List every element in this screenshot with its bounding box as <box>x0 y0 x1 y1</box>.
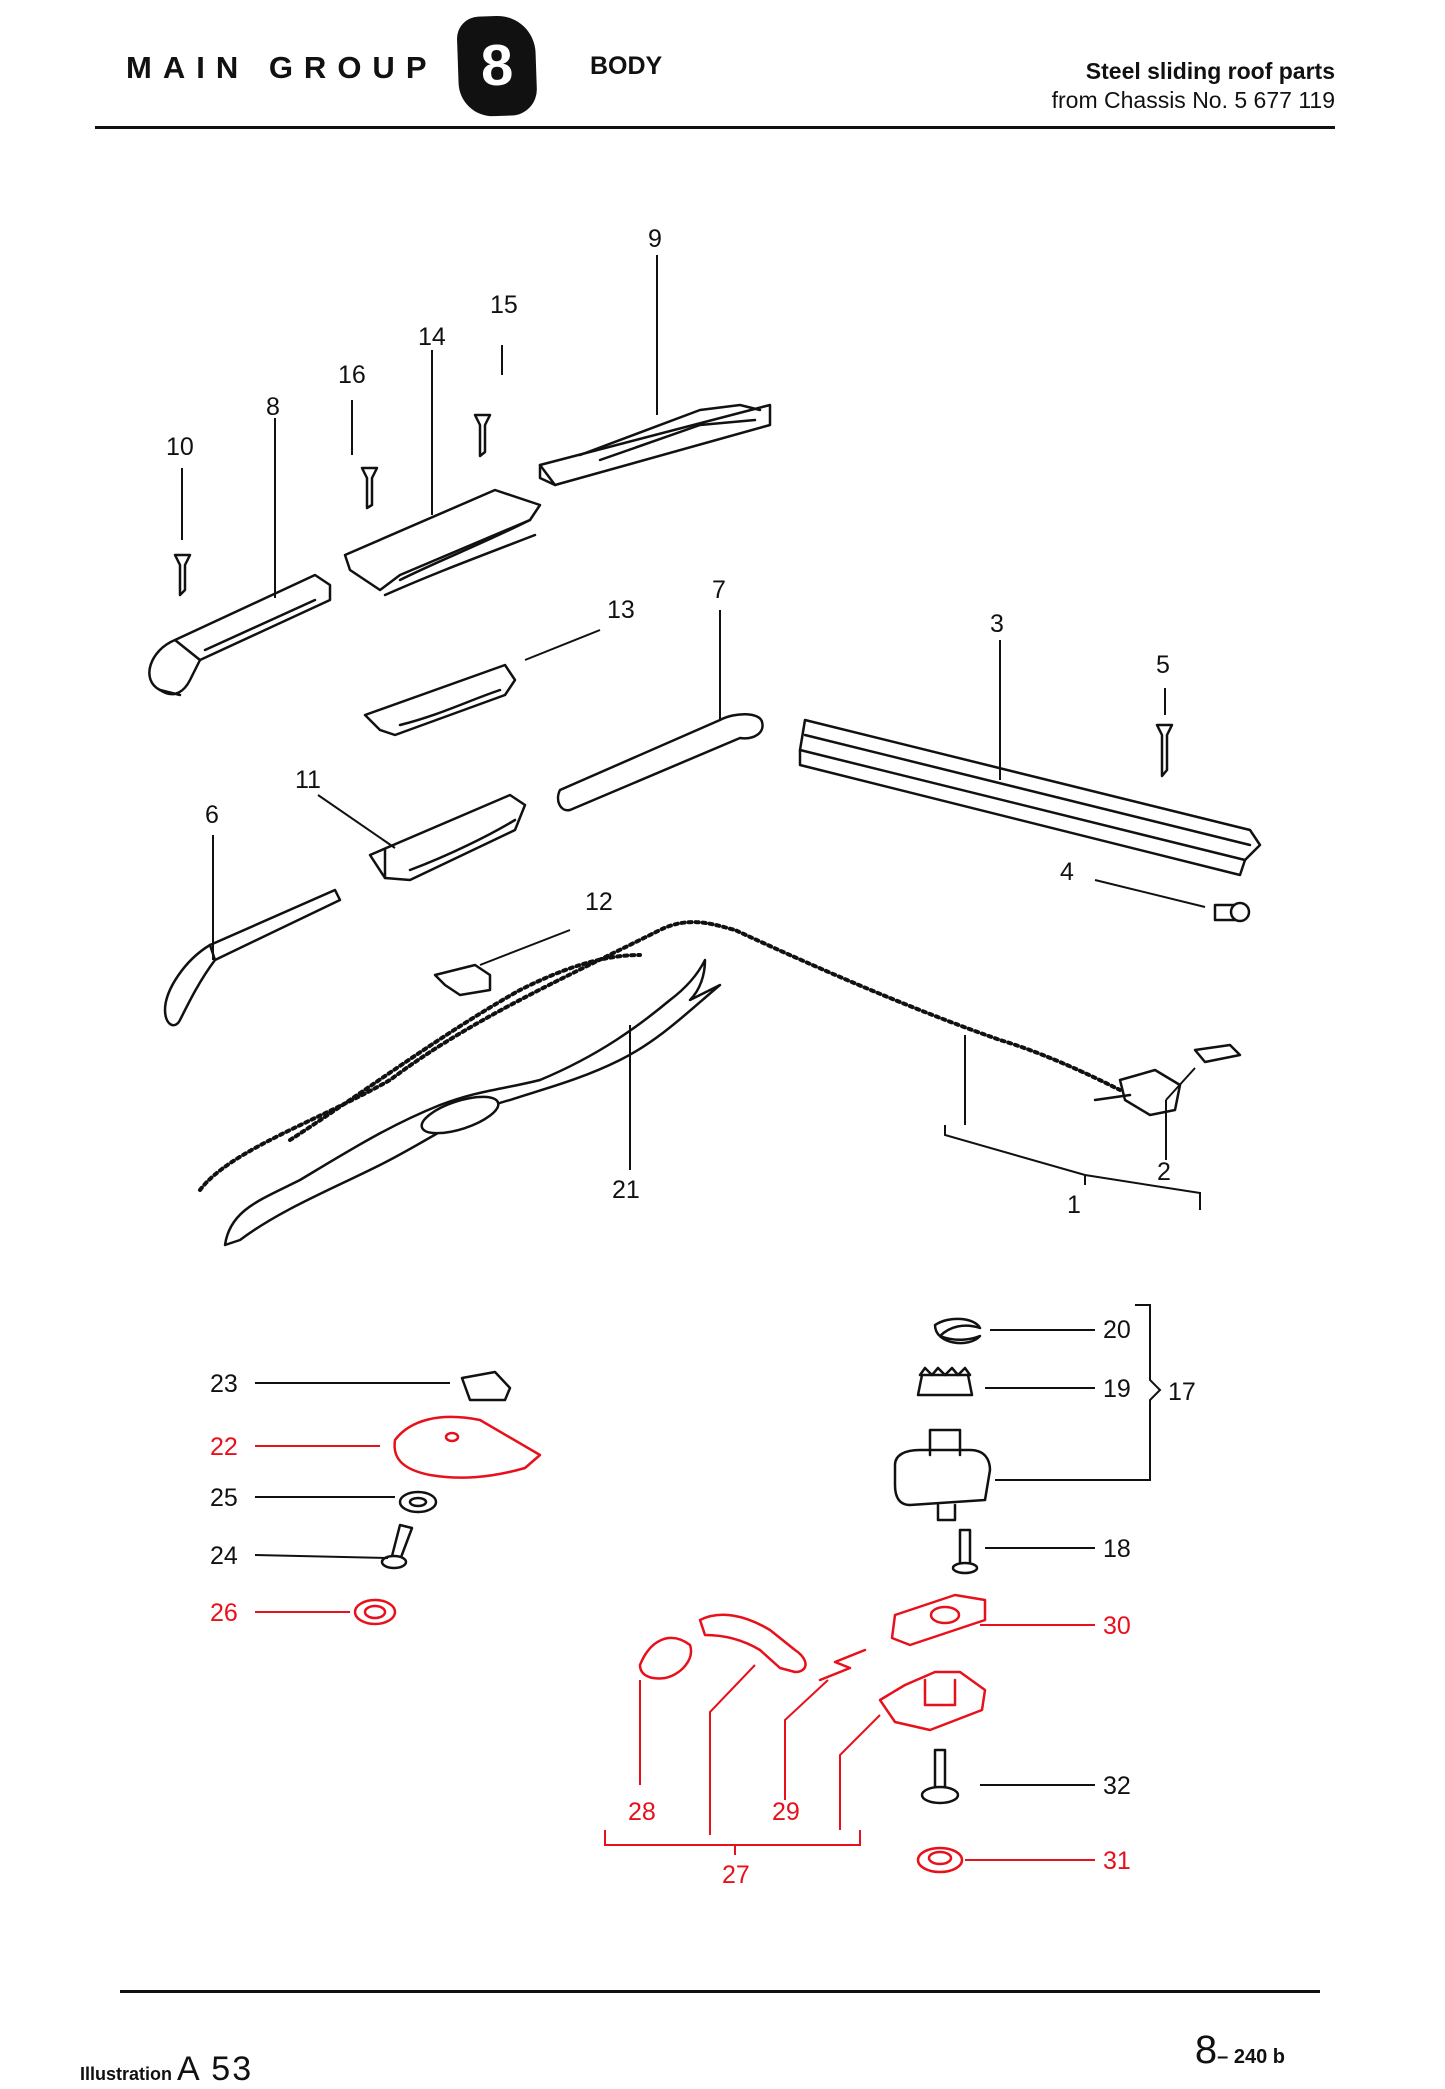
part-31-seal <box>916 1846 964 1874</box>
section-name: BODY <box>590 52 663 80</box>
part-number-labels: 9 15 14 16 8 10 13 7 3 5 11 6 4 12 21 2 … <box>166 225 1196 1800</box>
label-28: 28 <box>628 1798 656 1826</box>
part-28-cap <box>638 1636 693 1680</box>
label-15: 15 <box>490 291 518 319</box>
label-3: 3 <box>990 610 1004 638</box>
screw-parts <box>173 413 1174 1805</box>
label-8: 8 <box>266 393 280 421</box>
part-22-cover <box>393 1415 542 1479</box>
part-11-slide-bracket <box>368 793 527 882</box>
label-1: 1 <box>1067 1191 1081 1219</box>
leader-lines <box>181 255 1206 1786</box>
label-29: 29 <box>772 1798 800 1826</box>
header-rule <box>95 126 1335 129</box>
part-6-side-rod <box>163 888 342 1027</box>
footer-rule <box>120 1990 1320 1993</box>
main-group-heading: MAIN GROUP <box>126 50 438 85</box>
label-10: 10 <box>166 433 194 461</box>
label-20: 20 <box>1103 1316 1131 1344</box>
page-number-main: 8 <box>1194 2028 1218 2072</box>
part-23-clip <box>460 1370 512 1402</box>
label-14: 14 <box>418 323 446 351</box>
part-29-spring <box>818 1648 867 1682</box>
page-title-line1: Steel sliding roof parts <box>1085 58 1335 84</box>
part-21-frame-gasket <box>223 958 722 1247</box>
label-26: 26 <box>210 1599 238 1627</box>
page-number-sub: – 240 b <box>1217 2046 1285 2068</box>
illustration-reference: Illustration A 53 <box>80 2050 253 2089</box>
label-4: 4 <box>1060 858 1074 886</box>
label-30: 30 <box>1103 1612 1131 1640</box>
label-18: 18 <box>1103 1535 1131 1563</box>
label-23: 23 <box>210 1370 238 1398</box>
part-27-housing <box>878 1670 987 1732</box>
label-13: 13 <box>607 596 635 624</box>
label-16: 16 <box>338 361 366 389</box>
label-31: 31 <box>1103 1847 1131 1875</box>
label-7: 7 <box>712 576 726 604</box>
illustration-label: Illustration <box>80 2064 173 2084</box>
part-7-push-rod <box>556 713 764 812</box>
part-1-cable-assembly <box>198 920 1182 1192</box>
part-2-block <box>1193 1043 1242 1064</box>
part-27-crank-handle <box>698 1613 807 1674</box>
part-30-gasket <box>890 1593 987 1647</box>
part-14-guide-rail <box>343 488 542 597</box>
label-6: 6 <box>205 801 219 829</box>
leader-lines-red <box>255 1445 1095 1861</box>
part-13-bracket <box>363 663 517 737</box>
label-21: 21 <box>612 1176 640 1204</box>
label-25: 25 <box>210 1484 238 1512</box>
part-4-pin <box>1213 901 1251 923</box>
label-32: 32 <box>1103 1772 1131 1800</box>
label-27: 27 <box>722 1861 750 1889</box>
label-11: 11 <box>295 766 321 794</box>
part-26-seal <box>353 1598 397 1626</box>
part-25-washer <box>398 1490 438 1514</box>
label-19: 19 <box>1103 1375 1131 1403</box>
label-2: 2 <box>1157 1158 1171 1186</box>
label-5: 5 <box>1156 651 1170 679</box>
label-24: 24 <box>210 1542 238 1570</box>
label-17: 17 <box>1168 1378 1196 1406</box>
label-12: 12 <box>585 888 613 916</box>
part-12-clip <box>433 963 492 997</box>
illustration-code: A 53 <box>177 2050 254 2088</box>
page-title: Steel sliding roof parts from Chassis No… <box>1052 57 1335 115</box>
label-22: 22 <box>210 1433 238 1461</box>
part-8-side-guide-rail <box>148 573 332 697</box>
part-3-rear-guide-rail <box>798 718 1262 877</box>
label-9: 9 <box>648 225 662 253</box>
part-9-front-guide-rail <box>538 403 772 487</box>
page-number: 8– 240 b <box>1195 2028 1285 2073</box>
highlighted-part-number-labels: 22 26 30 28 29 27 31 <box>210 1433 1131 1889</box>
page-title-line2: from Chassis No. 5 677 119 <box>1051 87 1335 113</box>
parts-gear-assembly <box>893 1317 992 1522</box>
